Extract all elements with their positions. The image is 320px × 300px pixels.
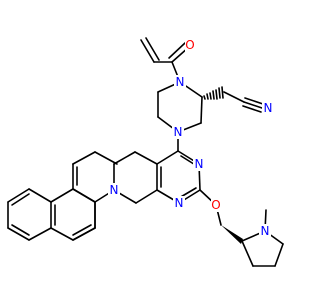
naphthalene-rings [7, 188, 96, 241]
svg-text:N: N [176, 75, 185, 89]
atom-n-piperazine-top: N [174, 75, 186, 89]
atom-n-pyrrolidine: N [259, 224, 271, 238]
atom-o-carbonyl: O [185, 38, 196, 52]
structure-canvas: O N N N N N N O N [7, 37, 284, 267]
molecule-structure: O N N N N N N O N [7, 37, 284, 267]
stereo-wedge-bond [221, 225, 243, 244]
atom-n-nitrile: N [262, 101, 274, 115]
tetrahydropyridine-ring [113, 151, 158, 204]
svg-text:O: O [185, 38, 194, 52]
svg-text:O: O [211, 198, 220, 212]
atom-n-tetrahydro: N [108, 183, 120, 197]
atom-n-pyrimidine-top: N [193, 157, 205, 171]
svg-text:N: N [261, 224, 270, 238]
atom-o-ether: O [211, 198, 222, 212]
svg-text:N: N [264, 101, 273, 115]
svg-text:N: N [110, 183, 119, 197]
atom-n-piperazine-bottom: N [172, 125, 184, 139]
svg-text:N: N [174, 125, 183, 139]
vinyl-group [140, 37, 173, 63]
svg-text:N: N [175, 196, 184, 210]
atom-n-pyrimidine-bottom: N [173, 196, 185, 210]
stereo-hash-bond [203, 86, 224, 100]
svg-text:N: N [195, 157, 204, 171]
cyanomethyl-group [223, 91, 264, 113]
